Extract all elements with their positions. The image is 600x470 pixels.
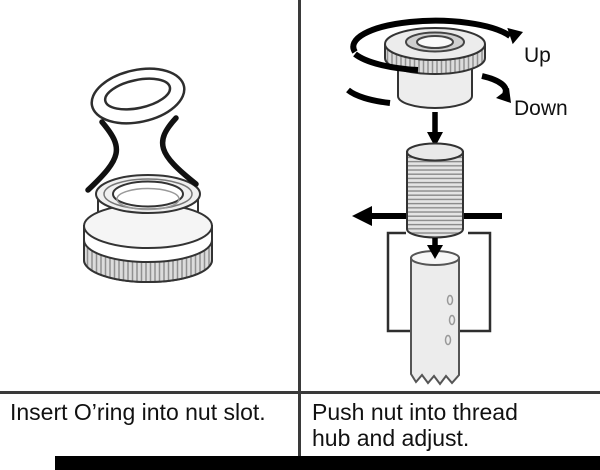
threaded-hub bbox=[406, 142, 464, 239]
up-label: Up bbox=[524, 44, 551, 67]
footer-bar bbox=[55, 456, 600, 470]
insertion-guide-arrows bbox=[85, 115, 199, 193]
rotate-down-arrow-icon bbox=[346, 51, 511, 106]
down-arrow-icon bbox=[427, 112, 443, 147]
rotate-up-arrow-icon bbox=[350, 17, 523, 54]
down-arrow-into-pipe-icon bbox=[427, 238, 443, 259]
right-illustration bbox=[346, 17, 523, 386]
nut bbox=[83, 174, 213, 283]
caption-left: Insert O’ring into nut slot. bbox=[10, 399, 266, 425]
caption-right: Push nut into thread hub and adjust. bbox=[312, 399, 518, 451]
down-label: Down bbox=[514, 97, 568, 120]
pipe bbox=[410, 250, 460, 386]
panel-divider bbox=[298, 0, 301, 456]
left-illustration bbox=[83, 67, 213, 283]
o-ring bbox=[90, 67, 186, 125]
